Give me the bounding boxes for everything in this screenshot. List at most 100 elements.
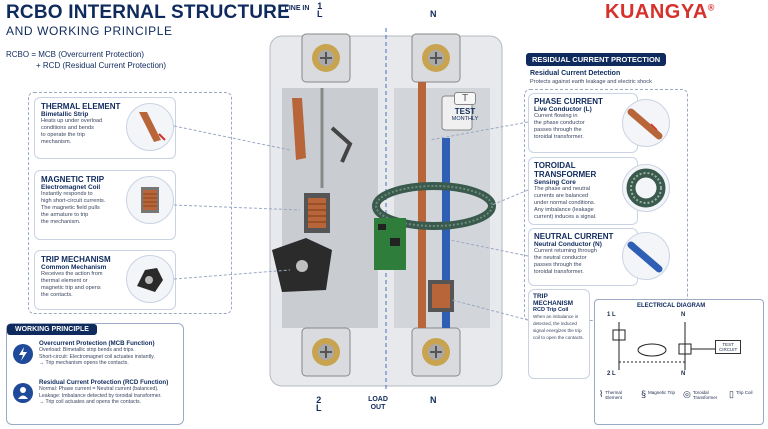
overcurrent-line: Overload: Bimetallic strip bends and tri… bbox=[39, 347, 135, 353]
definition-line-1: RCBO = MCB (Overcurrent Protection) bbox=[6, 50, 145, 59]
card-line: current) induces a signal. bbox=[534, 214, 597, 220]
card-subtitle: Live Conductor (L) bbox=[534, 106, 592, 113]
card-line: The magnetic field pulls bbox=[41, 205, 100, 211]
card-line: under normal conditions. bbox=[534, 200, 596, 206]
toroid-symbol-icon: ◎ bbox=[683, 389, 691, 399]
diagram-neutral-bottom: N bbox=[681, 371, 686, 377]
card-line: currents are balanced bbox=[534, 193, 589, 199]
rcd-section-subtitle: Residual Current Detection bbox=[530, 70, 621, 77]
card-line: mechanism. bbox=[41, 139, 72, 145]
lightning-icon bbox=[13, 344, 33, 364]
page-title: RCBO INTERNAL STRUCTURE bbox=[6, 2, 290, 23]
residual-current-line: → Trip coil actuates and opens the conta… bbox=[39, 399, 142, 405]
residual-current-line: Leakage: Imbalance detected by toroidal … bbox=[39, 392, 162, 399]
overcurrent-line: → Trip mechanism opens the contacts. bbox=[39, 360, 129, 366]
neutral-current-card: NEUTRAL CURRENT Neutral Conductor (N) Cu… bbox=[528, 228, 638, 286]
rcd-section-text: Protects against earth leakage and elect… bbox=[530, 79, 652, 85]
card-title: PHASE CURRENT bbox=[534, 97, 603, 106]
legend-trip-coil: Trip Coil bbox=[735, 390, 753, 395]
card-line: conditions and bends bbox=[41, 125, 94, 131]
card-line: Instantly responds to bbox=[41, 191, 93, 197]
card-line: the contacts. bbox=[41, 292, 73, 298]
diagram-terminal-2: 2 L bbox=[607, 371, 616, 377]
card-line: Any imbalance (leakage bbox=[534, 207, 594, 213]
card-title: NEUTRAL CURRENT bbox=[534, 232, 614, 241]
card-subtitle: Common Mechanism bbox=[41, 264, 107, 271]
card-line: magnetic trip and opens bbox=[41, 285, 101, 291]
load-out-label: LOAD OUT bbox=[368, 396, 388, 411]
legend-magnetic: Magnetic Trip bbox=[648, 390, 676, 395]
card-line: passes through the bbox=[534, 262, 582, 268]
card-line: the mechanism. bbox=[41, 219, 81, 225]
diagram-terminal-1: 1 L bbox=[607, 312, 616, 318]
card-line: the armature to trip bbox=[41, 212, 89, 218]
test-button-sublabel: MONTHLY bbox=[451, 116, 479, 122]
card-title: TRIP MECHANISM bbox=[41, 255, 111, 264]
overcurrent-title: Overcurrent Protection (MCB Function) bbox=[39, 340, 155, 347]
card-line: Current returning through bbox=[534, 248, 597, 254]
legend-thermal: Thermal Element bbox=[605, 390, 622, 400]
test-button[interactable]: T TEST MONTHLY bbox=[449, 92, 481, 134]
phase-conductor-image bbox=[622, 99, 670, 147]
neutral-conductor-image bbox=[622, 232, 670, 280]
diagram-neutral-top: N bbox=[681, 312, 686, 318]
test-button-label: TEST bbox=[454, 107, 476, 116]
card-line: to operate the trip bbox=[41, 132, 85, 138]
definition-line-2: + RCD (Residual Current Protection) bbox=[36, 61, 167, 70]
residual-current-line: Normal: Phase current = Neutral current … bbox=[39, 386, 159, 392]
diagram-schematic bbox=[612, 322, 715, 370]
card-title: TOROIDAL TRANSFORMER bbox=[534, 161, 597, 179]
page-subtitle: AND WORKING PRINCIPLE bbox=[6, 24, 173, 38]
card-line: Heats up under overload bbox=[41, 118, 103, 124]
toroid-core-image bbox=[622, 164, 670, 212]
card-subtitle: RCD Trip Coil bbox=[533, 307, 569, 313]
residual-current-title: Residual Current Protection (RCD Functio… bbox=[39, 379, 169, 386]
card-line: detected, the induced bbox=[533, 321, 577, 326]
toroidal-transformer-card: TOROIDAL TRANSFORMER Sensing Core The ph… bbox=[528, 157, 638, 225]
person-shield-icon bbox=[13, 383, 33, 403]
card-title: TRIP MECHANISM bbox=[533, 293, 574, 307]
electrical-diagram-title: ELECTRICAL DIAGRAM bbox=[637, 303, 706, 309]
rcbo-device-cutaway bbox=[262, 28, 510, 392]
neutral-top-label: N bbox=[430, 9, 437, 19]
thermal-element-symbol-icon: ⌇ bbox=[599, 389, 604, 399]
card-line: the neutral conductor bbox=[534, 255, 587, 261]
card-line: Receives the action from bbox=[41, 271, 103, 277]
card-line: Current flowing in bbox=[534, 113, 578, 119]
card-line: high short-circuit currents. bbox=[41, 198, 106, 204]
overcurrent-line: Short-circuit: Electromagnet coil actuat… bbox=[39, 353, 155, 360]
card-line: passes through the bbox=[534, 127, 582, 133]
neutral-bottom-label: N bbox=[430, 395, 437, 405]
card-line: toroidal transformer. bbox=[534, 134, 584, 140]
test-button-letter: T bbox=[454, 92, 476, 105]
card-line: toroidal transformer. bbox=[534, 269, 584, 275]
card-line: coil to open the contacts. bbox=[533, 335, 584, 340]
electromagnet-coil-image bbox=[126, 176, 174, 224]
magnetic-trip-symbol-icon: § bbox=[641, 389, 647, 399]
diagram-legend: ⌇ Thermal Element § Magnetic Trip ◎ Toro… bbox=[599, 389, 759, 401]
card-line: the phase conductor bbox=[534, 120, 585, 126]
brand-logo: KUANGYA® bbox=[605, 1, 715, 23]
working-principle-heading: WORKING PRINCIPLE bbox=[7, 324, 97, 335]
card-subtitle: Sensing Core bbox=[534, 179, 576, 186]
rcd-section-badge: RESIDUAL CURRENT PROTECTION bbox=[526, 53, 667, 66]
card-line: thermal element or bbox=[41, 278, 88, 284]
working-principle-panel: WORKING PRINCIPLE Overcurrent Protection… bbox=[6, 323, 184, 425]
trip-mechanism-image bbox=[126, 255, 174, 303]
card-title: THERMAL ELEMENT bbox=[41, 102, 121, 111]
bimetallic-strip-image bbox=[126, 103, 174, 151]
card-title: MAGNETIC TRIP bbox=[41, 175, 105, 184]
card-subtitle: Bimetallic Strip bbox=[41, 111, 89, 118]
legend-toroid: Toroidal Transformer bbox=[692, 390, 718, 400]
card-line: The phase and neutral bbox=[534, 186, 590, 192]
left-callout-group bbox=[28, 92, 232, 314]
card-line: signal energizes the trip bbox=[533, 328, 582, 333]
rcbo-definition: RCBO = MCB (Overcurrent Protection) + RC… bbox=[6, 49, 166, 71]
line-in-label: LINE IN bbox=[284, 5, 310, 12]
trip-coil-symbol-icon: ▯ bbox=[729, 389, 734, 399]
card-subtitle: Neutral Conductor (N) bbox=[534, 241, 602, 248]
